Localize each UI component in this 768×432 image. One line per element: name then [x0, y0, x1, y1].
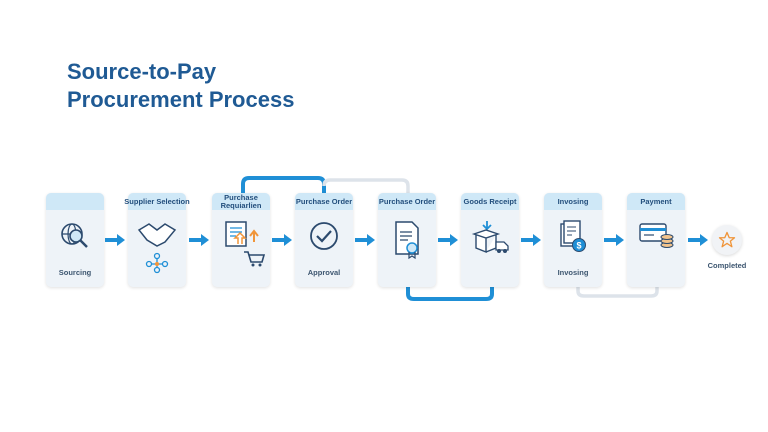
step-header: Purchase Order	[295, 193, 353, 210]
step-supplier-selection: Supplier Selection	[124, 193, 190, 287]
step-header	[46, 193, 104, 210]
arrow-right-icon	[604, 234, 624, 246]
arrow-right-icon	[521, 234, 541, 246]
card-coins-icon	[627, 220, 685, 255]
certified-document-icon	[378, 220, 436, 265]
header-line-2: Requiarlien	[220, 200, 262, 210]
step-header: Supplier Selection	[124, 193, 190, 210]
step-purchase-order-approval: Purchase Order Approval	[295, 193, 353, 287]
arrow-right-icon	[355, 234, 375, 246]
step-header: Purchase Order	[378, 193, 436, 210]
svg-text:$: $	[576, 241, 581, 251]
connector-approval-order	[322, 178, 410, 193]
title-line-1: Source-to-Pay	[67, 59, 217, 84]
arrow-right-icon	[105, 234, 125, 246]
requisition-cart-icon	[212, 220, 270, 283]
title-line-2: Procurement Process	[67, 87, 295, 112]
step-invoicing: Invosing $ Invosing	[544, 193, 602, 287]
header-line-1: Purchase	[224, 192, 258, 202]
step-purchase-order: Purchase Order	[378, 193, 436, 287]
check-circle-icon	[295, 220, 353, 257]
step-sub-label: Invosing	[557, 268, 589, 277]
step-sourcing: Sourcing	[46, 193, 104, 287]
step-header: Invosing	[544, 193, 602, 210]
step-header: Goods Receipt	[461, 193, 519, 210]
step-payment: Payment	[627, 193, 685, 287]
arrow-right-icon	[438, 234, 458, 246]
star-icon	[718, 231, 736, 248]
connector-invoice-payment	[576, 287, 659, 298]
page-title: Source-to-Pay Procurement Process	[67, 58, 294, 114]
arrow-right-icon	[688, 234, 708, 246]
box-truck-icon	[461, 220, 519, 261]
completed-label: Completed	[707, 261, 747, 270]
globe-search-icon	[46, 220, 104, 259]
step-sub-label: Sourcing	[58, 268, 92, 277]
step-sub-label: Approval	[307, 268, 341, 277]
arrow-right-icon	[272, 234, 292, 246]
completed-badge	[712, 225, 742, 255]
connector-requisition-approval	[241, 176, 326, 193]
invoice-dollar-icon: $	[544, 220, 602, 259]
arrow-right-icon	[189, 234, 209, 246]
step-header: Payment	[627, 193, 685, 210]
step-goods-receipt: Goods Receipt	[461, 193, 519, 287]
handshake-icon	[128, 220, 186, 279]
connector-order-receipt	[406, 287, 494, 301]
